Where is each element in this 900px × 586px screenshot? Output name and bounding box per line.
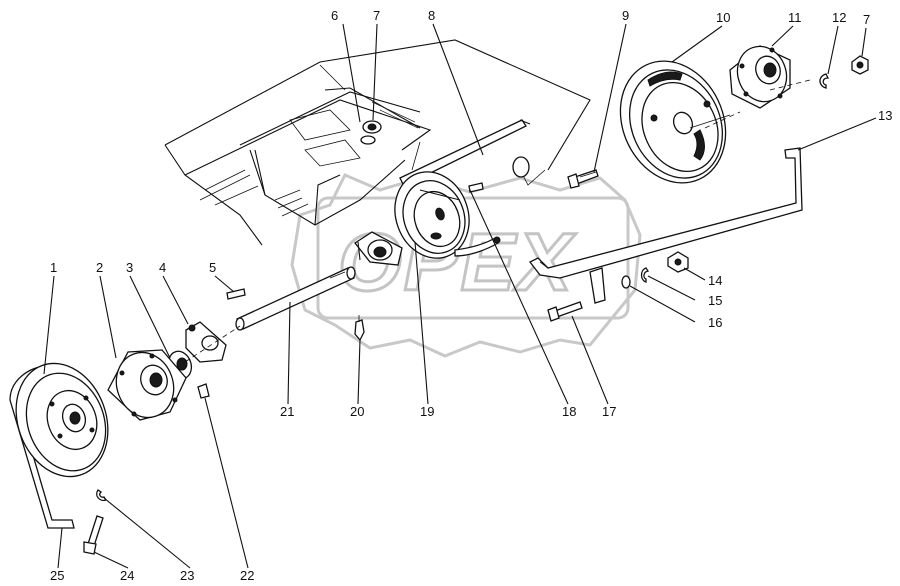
callout-11: 11 [788,10,802,25]
hub-2 [107,349,187,421]
washer-16 [621,275,631,289]
bolt-22 [197,383,210,399]
leader-lines [43,23,877,569]
pulley-10 [619,60,731,184]
bolt-17 [547,301,583,322]
callout-14: 14 [708,273,722,288]
callout-21: 21 [280,404,294,419]
bracket-20 [354,231,403,266]
pin-18 [468,182,484,193]
bolt-9 [567,169,599,189]
callout-9: 9 [622,8,629,23]
callout-10: 10 [716,10,730,25]
callout-4: 4 [159,260,166,275]
callout-7-top: 7 [373,8,380,23]
callout-6: 6 [331,8,338,23]
hub-11 [729,45,791,109]
callout-7-right: 7 [863,12,870,27]
callout-5: 5 [209,260,216,275]
callout-16: 16 [708,315,722,330]
callout-24: 24 [120,568,134,583]
frame-bracket [164,39,591,246]
lever-13 [529,147,803,304]
nut-7-frame [360,120,382,145]
nut-7-right [851,55,869,75]
callout-18: 18 [562,404,576,419]
callout-12: 12 [832,10,846,25]
callout-20: 20 [350,404,364,419]
pulley-1 [9,362,109,529]
callout-15: 15 [708,293,722,308]
callout-23: 23 [180,568,194,583]
callout-2: 2 [96,260,103,275]
callout-22: 22 [240,568,254,583]
callout-25: 25 [50,568,64,583]
pulley-19 [394,171,470,259]
bolt-24 [83,515,104,555]
callout-1: 1 [50,260,57,275]
snap-ring-23 [96,489,108,502]
callout-8: 8 [428,8,435,23]
spring-hook-19 [454,236,501,257]
pin-5 [226,288,246,300]
callout-17: 17 [602,404,616,419]
snap-ring-12 [819,73,830,89]
bracket-4 [185,321,227,363]
nut-14 [667,251,689,273]
callout-19: 19 [420,404,434,419]
callout-13: 13 [878,108,892,123]
ring-15 [640,267,650,283]
callout-3: 3 [126,260,133,275]
callout-labels: 1 2 3 4 5 6 7 8 9 10 11 12 7 13 14 15 16… [50,8,892,583]
axle-21 [235,266,356,331]
bolt-20 [354,315,365,342]
